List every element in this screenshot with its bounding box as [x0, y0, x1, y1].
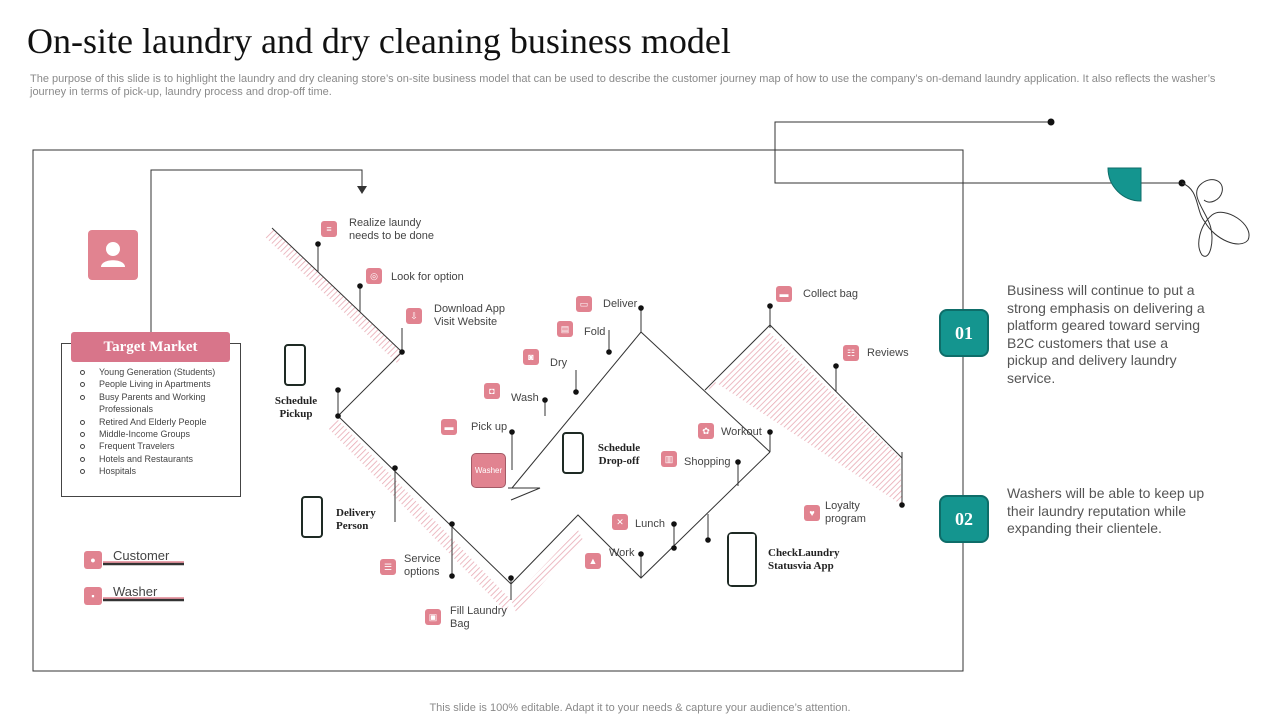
cart-icon: ▥ — [661, 451, 677, 467]
point-text-01: Business will continue to put a strong e… — [1007, 282, 1205, 386]
list-item: Middle-Income Groups — [80, 428, 239, 440]
step-pick-up: Pick up — [471, 421, 508, 433]
step-check-status: CheckLaundry Statusvia App — [768, 547, 840, 572]
point-badge-01: 01 — [939, 309, 989, 357]
download-icon: ⇩ — [406, 308, 422, 324]
dumbbell-icon: ✿ — [698, 423, 714, 439]
bag-icon: ▣ — [425, 609, 441, 625]
step-dry: Dry — [550, 357, 568, 369]
step-schedule-pickup: Schedule Pickup — [274, 395, 318, 420]
main-frame — [32, 149, 964, 672]
phone-dropoff-icon — [562, 432, 584, 474]
list-item: Frequent Travelers — [80, 440, 239, 452]
step-fill-bag: Fill Laundry Bag — [450, 605, 507, 630]
point-text-02: Washers will be able to keep up their la… — [1007, 485, 1205, 536]
step-shopping: Shopping — [684, 456, 731, 468]
legend-customer: Customer — [113, 548, 170, 563]
list-item: Hospitals — [80, 465, 239, 477]
phone-status-icon — [727, 532, 757, 587]
briefcase-icon: ▲ — [585, 553, 601, 569]
step-download: Download App Visit Website — [434, 303, 505, 328]
delivery-icon: ▭ — [576, 296, 592, 312]
point-badge-02: 02 — [939, 495, 989, 543]
step-collect-bag: Collect bag — [803, 288, 859, 300]
clipboard-icon: ☰ — [380, 559, 396, 575]
list-item: Retired And Elderly People — [80, 416, 239, 428]
step-work: Work — [609, 547, 635, 559]
checklist-icon: ≡ — [321, 221, 337, 237]
legend-washer: Washer — [113, 584, 158, 599]
phone-pickup-icon — [284, 344, 306, 386]
dryer-icon: ◙ — [523, 349, 539, 365]
teal-quarter-shape — [1107, 167, 1142, 202]
footer-note: This slide is 100% editable. Adapt it to… — [429, 702, 851, 714]
step-delivery-person: Delivery Person — [336, 507, 376, 532]
step-look: Look for option — [391, 271, 464, 283]
target-market-title: Target Market — [71, 332, 230, 362]
heart-icon: ♥ — [804, 505, 820, 521]
reviews-icon: ☷ — [843, 345, 859, 361]
washer-badge: Washer — [471, 453, 506, 488]
step-deliver: Deliver — [603, 298, 638, 310]
washer-legend-icon: ▪ — [84, 587, 102, 605]
customer-legend-icon: ● — [84, 551, 102, 569]
step-service-options: Service options — [404, 553, 441, 578]
target-market-list: Young Generation (Students) People Livin… — [80, 366, 239, 478]
search-icon: ◎ — [366, 268, 382, 284]
list-item: Hotels and Restaurants — [80, 453, 239, 465]
folded-clothes-icon: ▤ — [557, 321, 573, 337]
fork-knife-icon: ✕ — [612, 514, 628, 530]
step-realize: Realize laundy needs to be done — [349, 217, 435, 242]
list-item: Busy Parents and Working Professionals — [80, 391, 239, 416]
page-title: On-site laundry and dry cleaning busines… — [27, 21, 731, 61]
page-subtitle: The purpose of this slide is to highligh… — [30, 73, 1216, 98]
step-reviews: Reviews — [867, 347, 909, 359]
list-item: Young Generation (Students) — [80, 366, 239, 378]
washing-machine-icon: ◘ — [484, 383, 500, 399]
step-workout: Workout — [721, 426, 762, 438]
step-lunch: Lunch — [635, 518, 665, 530]
step-schedule-dropoff: Schedule Drop-off — [597, 442, 641, 467]
target-market-user-icon — [88, 230, 138, 280]
phone-delivery-icon — [301, 496, 323, 538]
collect-bag-icon: ▬ — [776, 286, 792, 302]
step-loyalty: Loyalty program — [825, 500, 866, 525]
step-wash: Wash — [511, 392, 539, 404]
list-item: People Living in Apartments — [80, 378, 239, 390]
step-fold: Fold — [584, 326, 606, 338]
truck-icon: ▬ — [441, 419, 457, 435]
